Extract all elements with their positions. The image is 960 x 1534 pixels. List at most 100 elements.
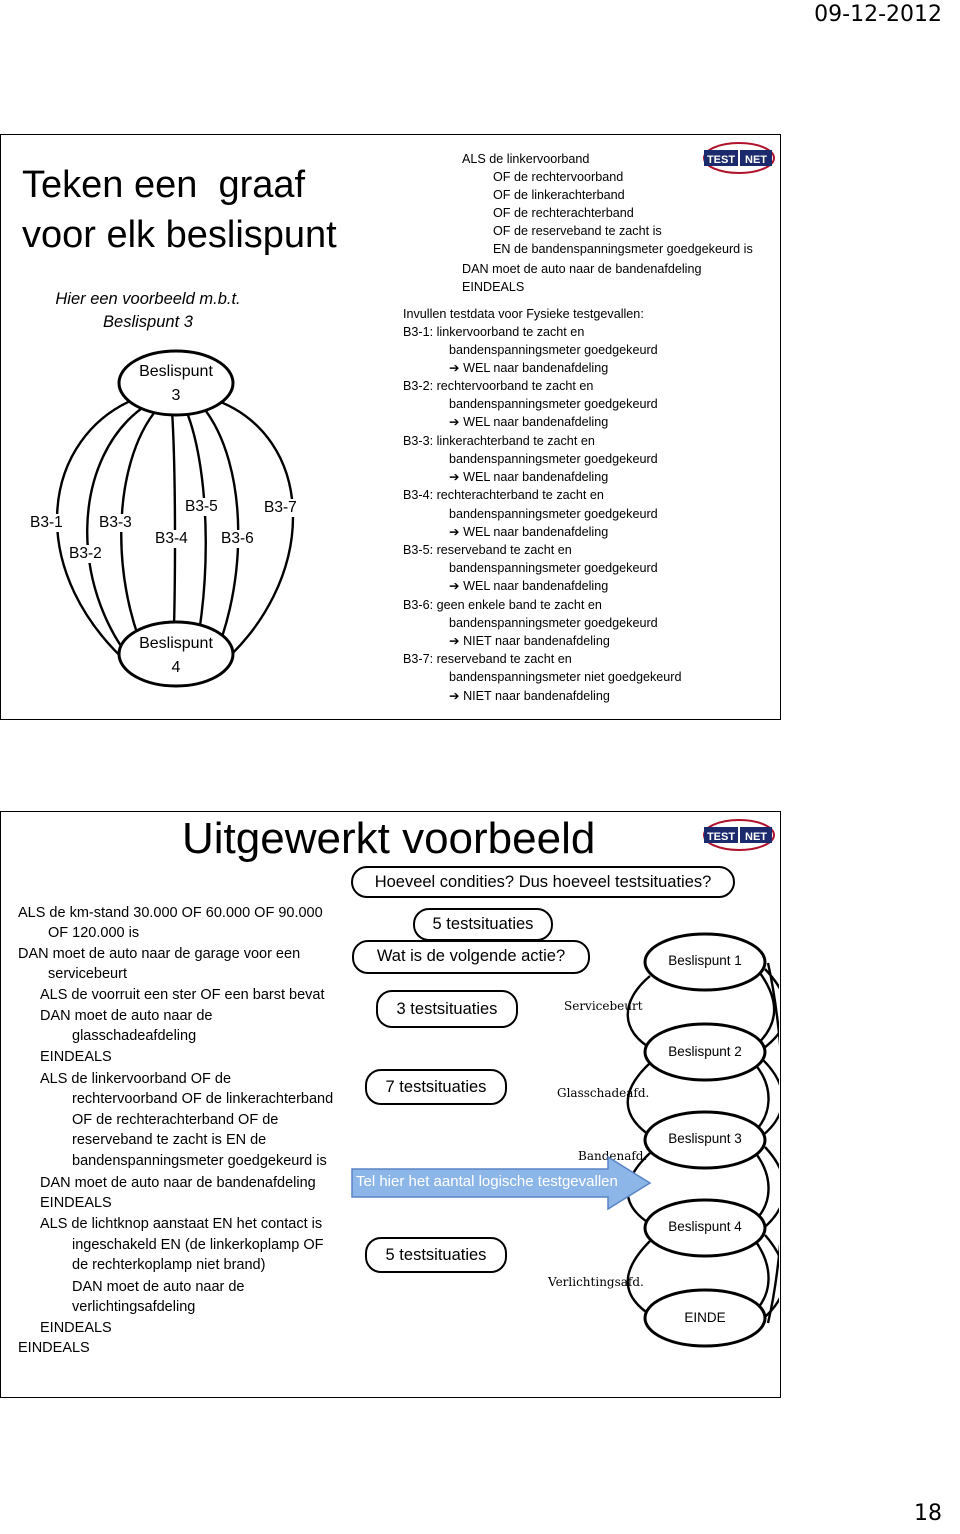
testcase-7-condition: B3-7: reserveband te zacht en: [403, 652, 572, 666]
count-arrow: [351, 1155, 652, 1211]
bubble-hoeveel-condities: Hoeveel condities? Dus hoeveel testsitua…: [351, 866, 735, 898]
edge-label-glasschadeafd: Glasschadeafd.: [557, 1086, 650, 1100]
code-line-16: ALS de lichtknop aanstaat EN het contact…: [40, 1216, 323, 1232]
testcase-2-meter: bandenspanningsmeter goedgekeurd: [449, 397, 658, 411]
code-line-19: DAN moet de auto naar de: [72, 1279, 245, 1295]
node-beslispunt-3: [117, 349, 235, 417]
slide2-graph: [626, 932, 779, 1348]
testcase-2-result: ➔ WEL naar bandenafdeling: [449, 415, 609, 429]
testnet-logo: TEST NET: [703, 142, 775, 174]
code-line-11: OF de rechterachterband OF de: [72, 1112, 279, 1128]
edge-bp3-bp4-b: [759, 1146, 779, 1232]
rule-line-6: EN de bandenspanningsmeter goedgekeurd i…: [493, 242, 753, 256]
edge-bp2-bp3-b: [757, 1058, 779, 1140]
bubble-7-testsituaties: 7 testsituaties: [365, 1069, 507, 1105]
code-line-4: servicebeurt: [48, 966, 127, 982]
logo2-test-text: TEST: [707, 831, 735, 843]
rule-line-2: OF de rechtervoorband: [493, 170, 624, 184]
node-bp3-label: Beslispunt 3: [668, 1131, 742, 1146]
edge-outer-right: [766, 962, 779, 1324]
bubble-3-testsituaties: 3 testsituaties: [376, 990, 518, 1028]
edge-label-b3-4: B3-4: [155, 530, 188, 548]
logo2-net-text: NET: [745, 831, 767, 843]
code-line-2: OF 120.000 is: [48, 925, 140, 941]
edge-bp1-bp2-b: [759, 968, 779, 1052]
testcase-5-result: ➔ WEL naar bandenafdeling: [449, 579, 609, 593]
logo-net-text: NET: [745, 154, 767, 166]
code-line-14: DAN moet de auto naar de bandenafdeling: [40, 1175, 316, 1191]
testcase-2-condition: B3-2: rechtervoorband te zacht en: [403, 379, 594, 393]
testdata-heading: Invullen testdata voor Fysieke testgeval…: [403, 307, 644, 321]
testcase-1-condition: B3-1: linkervoorband te zacht en: [403, 325, 585, 339]
code-line-6: DAN moet de auto naar de: [40, 1008, 213, 1024]
bubble-volgende-actie: Wat is de volgende actie?: [352, 940, 590, 974]
testcase-5-meter: bandenspanningsmeter goedgekeurd: [449, 561, 658, 575]
testcase-4-meter: bandenspanningsmeter goedgekeurd: [449, 507, 658, 521]
code-line-20: verlichtingsafdeling: [72, 1299, 196, 1315]
node-bp1-label: Beslispunt 1: [668, 953, 742, 968]
page-date: 09-12-2012: [814, 2, 942, 27]
testnet-logo-2: TEST NET: [703, 819, 775, 851]
slide2-title: Uitgewerkt voorbeeld: [182, 814, 596, 863]
edge-b3-2: [86, 402, 149, 677]
node-bp4: [643, 1198, 767, 1258]
testcase-7-meter: bandenspanningsmeter niet goedgekeurd: [449, 670, 682, 684]
testcase-4-result: ➔ WEL naar bandenafdeling: [449, 525, 609, 539]
node-beslispunt-4: [117, 620, 235, 688]
testcase-6-condition: B3-6: geen enkele band te zacht en: [403, 598, 602, 612]
slide1-subtitle: Hier een voorbeeld m.b.t. Beslispunt 3: [55, 290, 241, 331]
rule-line-4: OF de rechterachterband: [493, 206, 634, 220]
testcase-1-result: ➔ WEL naar bandenafdeling: [449, 361, 609, 375]
node-einde: [643, 1288, 767, 1348]
code-line-12: reserveband te zacht is EN de: [72, 1132, 267, 1148]
code-line-5: ALS de voorruit een ster OF een barst be…: [40, 987, 325, 1003]
code-line-17: ingeschakeld EN (de linkerkoplamp OF: [72, 1237, 324, 1253]
testcase-5-condition: B3-5: reserveband te zacht en: [403, 543, 572, 557]
slide1-title: Teken een graaf voor elk beslispunt: [22, 164, 337, 256]
code-line-22: EINDEALS: [18, 1340, 90, 1356]
code-line-8: EINDEALS: [40, 1049, 112, 1065]
testcase-3-result: ➔ WEL naar bandenafdeling: [449, 470, 609, 484]
count-arrow-label: Tel hier het aantal logische testgevalle…: [356, 1173, 618, 1190]
bubble-5-testsituaties-b: 5 testsituaties: [365, 1237, 507, 1273]
rule-line-8: EINDEALS: [462, 280, 525, 294]
page-number: 18: [914, 1501, 942, 1526]
testcase-3-condition: B3-3: linkerachterband te zacht en: [403, 434, 595, 448]
slide-1: [0, 134, 781, 720]
code-line-9: ALS de linkervoorband OF de: [40, 1071, 232, 1087]
testcase-6-meter: bandenspanningsmeter goedgekeurd: [449, 616, 658, 630]
code-line-3: DAN moet de auto naar de garage voor een: [18, 946, 301, 962]
edge-bp1-bp2-a: [626, 975, 653, 1051]
edge-label-b3-7: B3-7: [264, 499, 297, 517]
testcase-6-result: ➔ NIET naar bandenafdeling: [449, 634, 610, 648]
code-line-18: de rechterkoplamp niet brand): [72, 1257, 266, 1273]
code-line-15: EINDEALS: [40, 1195, 112, 1211]
code-line-1: ALS de km-stand 30.000 OF 60.000 OF 90.0…: [18, 905, 323, 921]
node-bp2-label: Beslispunt 2: [668, 1044, 742, 1059]
edge-label-b3-5: B3-5: [185, 498, 218, 516]
code-line-10: rechtervoorband OF de linkerachterband: [72, 1091, 334, 1107]
edge-bp4-einde-b: [759, 1234, 779, 1322]
bubble-5-testsituaties-a: 5 testsituaties: [413, 908, 553, 941]
edge-bp4-einde-a: [626, 1240, 653, 1318]
edge-label-bandenafd: Bandenafd.: [578, 1149, 648, 1163]
logo-test-text: TEST: [707, 154, 735, 166]
edge-label-b3-2: B3-2: [69, 545, 102, 563]
edge-label-b3-6: B3-6: [221, 530, 254, 548]
node-bp2: [643, 1022, 767, 1082]
code-line-21: EINDEALS: [40, 1320, 112, 1336]
testcase-4-condition: B3-4: rechterachterband te zacht en: [403, 488, 604, 502]
testcase-3-meter: bandenspanningsmeter goedgekeurd: [449, 452, 658, 466]
edge-bp2-bp3-a: [626, 1062, 653, 1139]
node-bp3: [643, 1110, 767, 1170]
rule-line-7: DAN moet de auto naar de bandenafdeling: [462, 262, 702, 276]
edge-label-servicebeurt: Servicebeurt: [564, 999, 643, 1013]
rule-line-5: OF de reserveband te zacht is: [493, 224, 662, 238]
node-bp1: [643, 932, 767, 992]
testcase-7-result: ➔ NIET naar bandenafdeling: [449, 689, 610, 703]
slide1-graph: [55, 349, 295, 688]
node-einde-label: EINDE: [684, 1310, 726, 1325]
testcase-1-meter: bandenspanningsmeter goedgekeurd: [449, 343, 658, 357]
